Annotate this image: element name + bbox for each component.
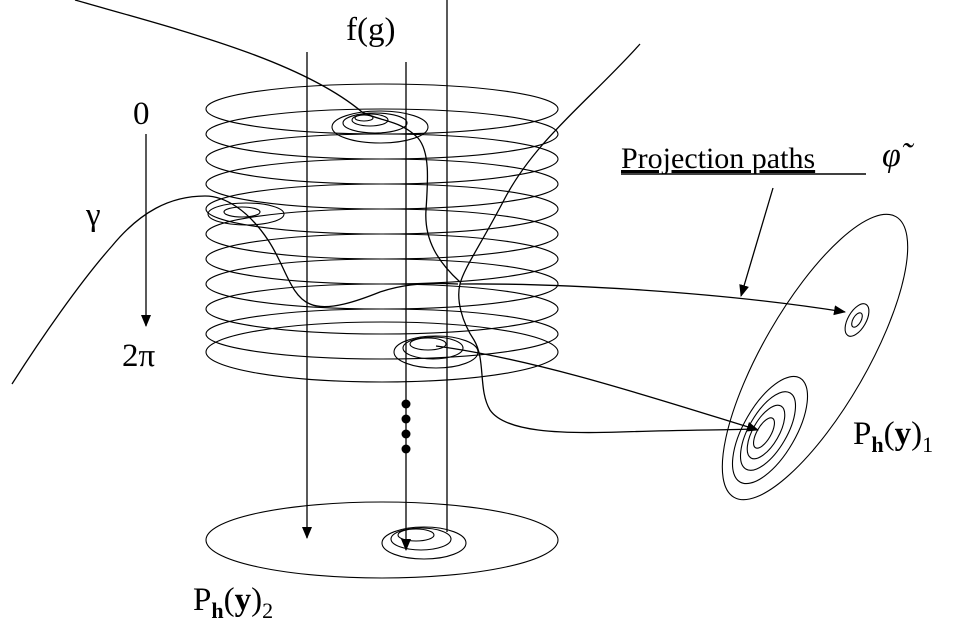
curve-right xyxy=(458,43,753,434)
disc-stack xyxy=(205,83,559,383)
projection-arrow-middle xyxy=(435,345,759,432)
tilted-disc xyxy=(721,213,909,501)
label-zero: 0 xyxy=(133,96,150,132)
label-two-pi: 2π xyxy=(122,338,156,374)
contour-tilted-upper xyxy=(844,303,870,337)
label-ph-y-2: Ph(y)2 xyxy=(193,582,273,623)
contour-top xyxy=(331,110,429,144)
contour-left xyxy=(207,202,285,226)
label-ph-y-1: Ph(y)1 xyxy=(853,416,933,457)
label-pointer-arrow xyxy=(739,187,774,297)
svg-text:Ph(y)1: Ph(y)1 xyxy=(853,416,933,457)
label-projection-paths: Projection paths xyxy=(621,142,815,175)
ellipsis-dots xyxy=(401,399,411,454)
projection-arrow-upper xyxy=(459,283,846,316)
label-gamma: γ xyxy=(85,197,101,233)
label-phi-tilde: φ̃ xyxy=(882,137,915,174)
svg-text:Ph(y)2: Ph(y)2 xyxy=(193,582,273,623)
gamma-curve xyxy=(11,195,459,385)
curve-top xyxy=(74,0,461,283)
contour-bottom xyxy=(381,526,467,560)
bottom-disc xyxy=(205,501,559,579)
label-f-of-g: f(g) xyxy=(346,12,395,48)
contour-middle xyxy=(393,335,479,369)
